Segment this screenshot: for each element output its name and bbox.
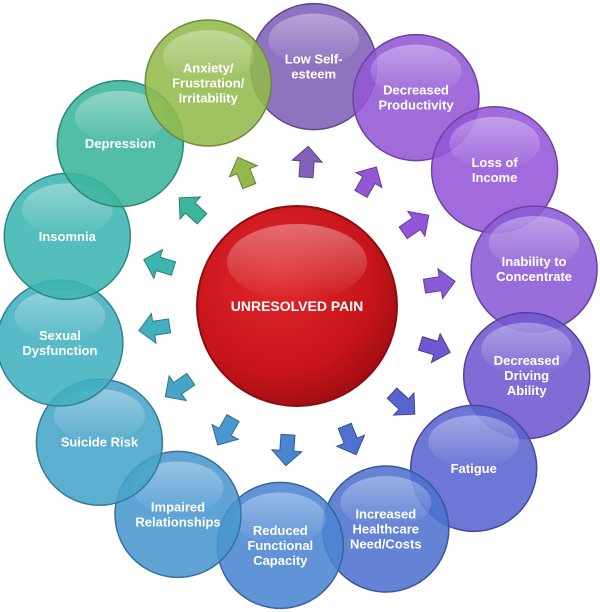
node-label-line: Healthcare [353, 522, 419, 537]
node-label-line: Need/Costs [350, 537, 422, 552]
arrow-anxiety-frustration-irritability [228, 156, 259, 190]
node-gloss [234, 492, 326, 546]
node-label-line: Productivity [378, 98, 454, 113]
node-gloss [340, 476, 432, 529]
arrow-depression [178, 196, 208, 225]
node-label: Suicide Risk [61, 435, 139, 450]
node-suicide-risk: Suicide Risk [35, 378, 164, 506]
arrow-inability-to-concentrate [422, 267, 456, 300]
node-gloss [162, 30, 254, 84]
arrow-loss-of-income [398, 210, 430, 240]
arrow-fatigue [386, 387, 416, 416]
node-label-line: Increased [355, 507, 416, 522]
node-label-line: Decreased [383, 83, 449, 98]
node-label: Insomnia [39, 229, 97, 244]
node-label-line: Impaired [151, 499, 205, 514]
node-label-line: Loss of [471, 155, 518, 170]
node-label-line: Relationships [135, 514, 220, 529]
node-gloss [449, 116, 540, 170]
center-label: UNRESOLVED PAIN [231, 298, 364, 314]
node-label-line: Anxiety/ [183, 61, 234, 76]
arrow-insomnia [143, 248, 177, 280]
node-label-line: Functional [247, 538, 313, 553]
node-anxiety-frustration-irritability: Anxiety/Frustration/Irritability [144, 19, 272, 147]
node-label-line: Reduced [253, 523, 308, 538]
node-gloss [132, 461, 224, 515]
node-gloss [370, 44, 462, 98]
arrow-increased-healthcare-need-costs [335, 422, 366, 456]
center-node: UNRESOLVED PAIN [196, 205, 398, 407]
node-label: Fatigue [451, 461, 497, 476]
node-label-line: Suicide Risk [61, 435, 139, 450]
node-label-line: Inability to [502, 254, 567, 269]
arrow-decreased-driving-ability [417, 332, 451, 364]
node-label-line: Sexual [39, 328, 81, 343]
node-label: Low Self-esteem [285, 52, 343, 82]
node-gloss [74, 90, 166, 144]
node-label-line: Irritability [179, 91, 239, 106]
node-gloss [488, 216, 580, 270]
arrow-impaired-relationships [211, 413, 240, 446]
arrow-reduced-functional-capacity [270, 433, 304, 467]
node-label-line: Capacity [253, 553, 308, 568]
node-label-line: Concentrate [496, 269, 572, 284]
node-low-self-esteem: Low Self-esteem [249, 2, 378, 131]
node-label-line: esteem [291, 67, 336, 82]
node-label: Depression [85, 136, 156, 151]
node-label-line: Fatigue [451, 461, 497, 476]
arrow-suicide-risk [164, 372, 196, 402]
node-gloss [14, 290, 106, 343]
node-label-line: Driving [504, 368, 549, 383]
node-gloss [481, 322, 573, 376]
node-gloss [268, 13, 360, 67]
node-label-line: Low Self- [285, 52, 343, 67]
arrow-decreased-productivity [354, 166, 383, 199]
node-label-line: Depression [85, 136, 156, 151]
node-label-line: Income [472, 170, 518, 185]
node-label: Anxiety/Frustration/Irritability [172, 61, 245, 106]
node-gloss [428, 415, 520, 469]
node-label-line: Decreased [494, 353, 560, 368]
node-label-line: Ability [507, 383, 547, 398]
node-label-line: Dysfunction [22, 343, 97, 358]
arrow-sexual-dysfunction [138, 312, 172, 345]
node-label-line: Insomnia [39, 229, 97, 244]
arrow-low-self-esteem [290, 145, 324, 179]
node-label-line: Frustration/ [172, 76, 245, 91]
